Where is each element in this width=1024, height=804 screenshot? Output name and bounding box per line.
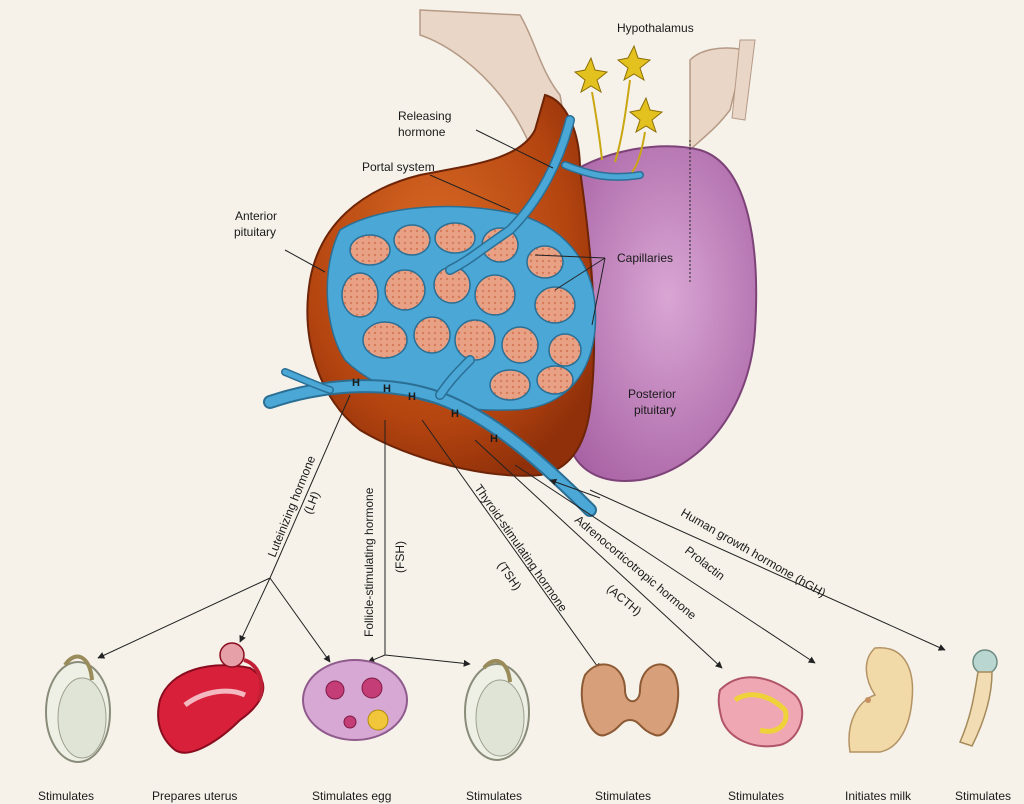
portal-system-label: Portal system [362,160,435,174]
target-caption: Stimulates egg [312,789,391,803]
ovary-illustration [303,660,407,740]
target-caption: Stimulates [955,789,1011,803]
target-caption: Prepares uterus [152,789,237,803]
testis-illustration-2 [465,661,529,760]
target-captions: Stimulates Prepares uterus Stimulates eg… [38,789,1011,803]
tsh-label: Thyroid-stimulating hormone [472,482,571,615]
capillaries-label: Capillaries [617,251,673,265]
hormone-marker: H [383,383,391,395]
uterus-illustration [158,643,263,753]
thyroid-illustration [582,664,678,735]
target-caption: Stimulates [728,789,784,803]
hormone-marker: H [490,433,498,445]
hormone-marker: H [352,377,360,389]
target-organs [46,643,997,762]
releasing-hormone-label: hormone [398,125,446,139]
posterior-pituitary-label: pituitary [634,403,676,417]
target-caption: Stimulates [38,789,94,803]
hormone-marker: H [408,391,416,403]
hypothalamus-label: Hypothalamus [617,21,694,35]
anterior-pituitary-label: pituitary [234,225,276,239]
testis-illustration [46,657,110,762]
acth-abbrev: (ACTH) [604,582,644,619]
target-caption: Stimulates [595,789,651,803]
target-caption: Stimulates [466,789,522,803]
fsh-abbrev: (FSH) [393,541,407,573]
tsh-abbrev: (TSH) [495,559,525,593]
posterior-pituitary-label: Posterior [628,387,676,401]
fsh-label: Follicle-stimulating hormone [362,487,376,637]
adrenal-illustration [719,677,803,746]
releasing-hormone-label: Releasing [398,109,451,123]
bone-illustration [960,650,997,746]
breast-illustration [849,648,912,752]
anterior-pituitary-label: Anterior [235,209,277,223]
target-caption: Initiates milk [845,789,912,803]
hormone-marker: H [451,408,459,420]
